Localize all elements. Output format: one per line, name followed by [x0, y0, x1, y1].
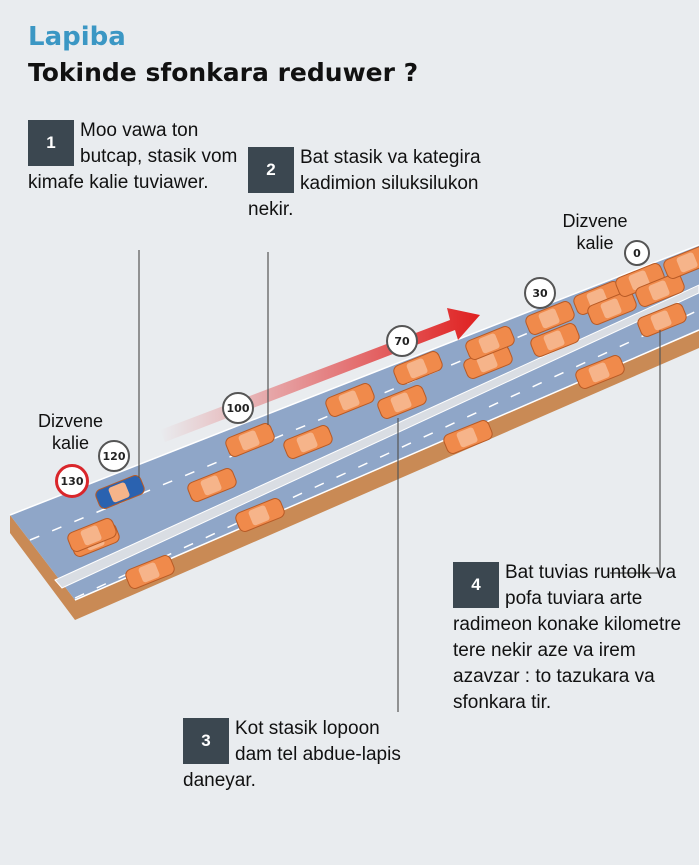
note-text: Kot stasik lopoon dam tel abdue-lapis da…	[183, 718, 401, 791]
step-badge: 1	[28, 120, 74, 166]
car	[235, 498, 285, 532]
car	[187, 468, 237, 502]
car	[637, 303, 687, 337]
car	[663, 245, 699, 279]
speed-sign-100: 100	[222, 392, 254, 424]
car	[377, 385, 427, 419]
speed-sign-30: 30	[524, 277, 556, 309]
end-label: Dizvene kalie	[562, 211, 628, 253]
car	[465, 326, 515, 360]
road-divider	[54, 284, 699, 589]
speed-sign-70: 70	[386, 325, 418, 357]
car	[325, 383, 375, 417]
speed-sign-130: 130	[55, 464, 89, 498]
note-text: Bat stasik va kategira kadimion siluksil…	[248, 147, 481, 220]
car	[530, 323, 580, 357]
start-label: Dizvene kalie	[37, 411, 104, 453]
car	[443, 420, 493, 454]
page-title: Tokinde sfonkara reduwer ?	[28, 58, 419, 87]
speed-sign-120: 120	[98, 440, 130, 472]
car	[635, 273, 685, 307]
note-3: 3 Kot stasik lopoon dam tel abdue-lapis …	[183, 716, 418, 794]
car	[67, 518, 117, 552]
car	[393, 351, 443, 385]
car	[575, 355, 625, 389]
note-2: 2 Bat stasik va kategira kadimion siluks…	[248, 145, 488, 223]
car	[225, 423, 275, 457]
step-badge: 4	[453, 562, 499, 608]
car	[95, 475, 145, 509]
car	[525, 301, 575, 335]
note-4: 4 Bat tuvias runtolk va pofa tuviara art…	[453, 560, 688, 716]
step-badge: 2	[248, 147, 294, 193]
note-text: Moo vawa ton butcap, stasik vom kimafe k…	[28, 120, 238, 193]
note-text: Bat tuvias runtolk va pofa tuviara arte …	[453, 562, 682, 713]
car	[587, 291, 637, 325]
speed-sign-0: 0	[624, 240, 650, 266]
note-1: 1 Moo vawa ton butcap, stasik vom kimafe…	[28, 118, 238, 196]
car	[283, 425, 333, 459]
car	[125, 555, 175, 589]
step-badge: 3	[183, 718, 229, 764]
kicker: Lapiba	[28, 22, 126, 52]
